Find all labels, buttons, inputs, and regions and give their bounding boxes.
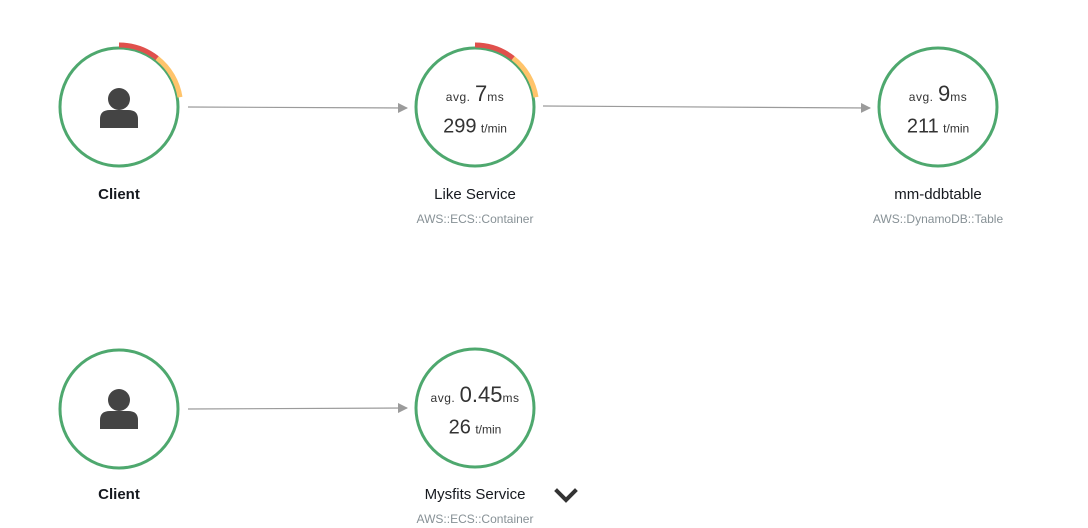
client-error-arc: [118, 42, 159, 61]
user-icon: [100, 389, 138, 429]
like-service-throughput: 299 t/min: [443, 115, 507, 138]
client-label-top: Client: [98, 186, 140, 203]
like-service-ring: [414, 46, 536, 168]
like-service-label: Like Service: [434, 186, 516, 203]
mm-ddbtable-avg-latency: avg. 9ms: [908, 81, 968, 106]
mysfits-service-node[interactable]: [414, 347, 536, 469]
edge-client-to-mysfits-service[interactable]: [187, 403, 408, 414]
mysfits-service-type: AWS::ECS::Container: [416, 512, 534, 526]
client-label-bottom: Client: [98, 486, 140, 503]
mysfits-service-avg-latency: avg. 0.45ms: [430, 382, 520, 407]
client-node-bottom[interactable]: [58, 348, 180, 470]
mm-ddbtable-throughput: 211 t/min: [906, 115, 970, 138]
mm-ddbtable-ring: [877, 46, 999, 168]
edge-client-to-like-service[interactable]: [187, 102, 408, 113]
chevron-down-icon[interactable]: [554, 486, 578, 506]
client-node-top[interactable]: [58, 42, 183, 168]
mysfits-service-ring: [414, 347, 536, 469]
mm-ddbtable-node[interactable]: [877, 46, 999, 168]
like-service-error-arc: [474, 42, 515, 61]
user-icon: [100, 88, 138, 128]
like-service-node[interactable]: [414, 42, 539, 168]
mm-ddbtable-type: AWS::DynamoDB::Table: [872, 212, 1004, 226]
mm-ddbtable-label: mm-ddbtable: [894, 186, 982, 203]
mysfits-service-throughput: 26 t/min: [448, 416, 502, 439]
like-service-avg-latency: avg. 7ms: [445, 81, 505, 106]
like-service-fault-arc: [511, 56, 539, 98]
client-fault-arc: [155, 56, 183, 98]
mysfits-service-label: Mysfits Service: [424, 486, 526, 503]
edge-like-service-to-mm-ddbtable[interactable]: [542, 102, 871, 113]
like-service-type: AWS::ECS::Container: [416, 212, 534, 226]
